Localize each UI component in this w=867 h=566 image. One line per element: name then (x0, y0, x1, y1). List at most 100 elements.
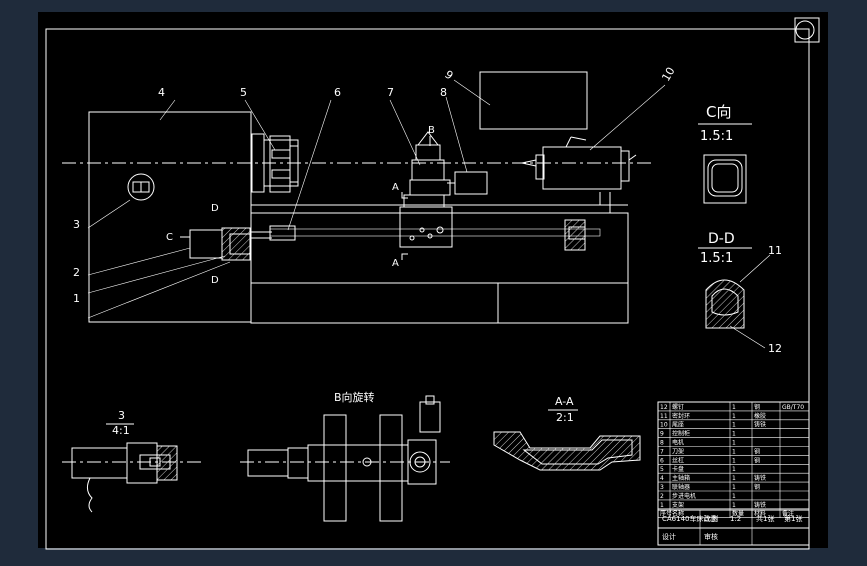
title-block-cell: 8 (660, 440, 664, 447)
title-block-cell: 橡胶 (754, 412, 766, 420)
control-cabinet (479, 71, 588, 130)
title-block-cell: 6 (660, 457, 664, 464)
c-view: C向 1.5:1 (698, 103, 752, 204)
callout-3: 3 (73, 218, 80, 231)
inner-border (45, 28, 810, 550)
headstock-window (127, 173, 155, 201)
title-block-cell: 1 (732, 484, 736, 491)
title-block-cell: GB/T70 (782, 404, 804, 411)
title-block-header-cell: 数量 (732, 510, 744, 518)
title-block-cell: 钢 (754, 483, 760, 491)
title-block-header-cell: 名称 (672, 510, 684, 518)
dd-title: D-D (708, 231, 735, 247)
title-block-cell: 铸铁 (754, 501, 766, 509)
detail-3-scale: 4:1 (112, 424, 130, 437)
section-mark-d-top: D (211, 203, 219, 214)
callout-5: 5 (240, 86, 247, 99)
title-block-cell: 支架 (672, 501, 684, 509)
drawn-label: 设计 (662, 532, 676, 541)
title-block-cell: 钢 (754, 456, 760, 464)
title-block-cell: 1 (732, 493, 736, 500)
title-block-cell: 7 (660, 448, 664, 455)
title-block-cell: 1 (732, 422, 736, 429)
title-block-cell: 刀架 (672, 447, 684, 455)
title-block-cell: 4 (660, 475, 664, 482)
tool-post-carriage (399, 131, 453, 248)
b-rotated-view: B向旋转 (240, 390, 450, 522)
title-block-cell: 3 (660, 484, 664, 491)
title-block-cell: 1 (732, 440, 736, 447)
callout-8: 8 (440, 86, 447, 99)
view-arrow-b: B (428, 125, 435, 136)
drawing-title: CA6140车床改造 (662, 514, 718, 523)
title-block-cell: 1 (732, 502, 736, 509)
b-rotate-title: B向旋转 (334, 390, 375, 404)
corner-logo-icon (794, 17, 820, 43)
title-block-cell: 1 (732, 466, 736, 473)
tailstock (521, 136, 637, 190)
callout-6: 6 (334, 86, 341, 99)
aa-title: A-A (555, 395, 574, 408)
title-block-cell: 钢 (754, 403, 760, 411)
title-block-cell: 1 (732, 475, 736, 482)
sheet-label: 共1张 (756, 514, 774, 523)
title-block-cell: 5 (660, 466, 664, 473)
title-block-cell: 1 (732, 448, 736, 455)
title-block-cell: 电机 (672, 439, 684, 447)
title-block-cell: 11 (660, 413, 668, 420)
detail-3-title: 3 (118, 409, 125, 422)
aa-scale: 2:1 (556, 411, 574, 424)
title-block-cell: 1 (732, 404, 736, 411)
c-view-scale: 1.5:1 (700, 129, 733, 144)
section-mark-d-bottom: D (211, 275, 219, 286)
title-block-cell: 9 (660, 431, 664, 438)
check-label: 审核 (704, 532, 718, 541)
title-block-cell: 铸铁 (754, 474, 766, 482)
callout-11: 11 (768, 244, 782, 257)
section-mark-a-bottom: A (392, 258, 399, 269)
scale-value: 1:2 (730, 515, 741, 523)
view-arrow-c: C (166, 232, 173, 243)
callout-2: 2 (73, 266, 80, 279)
scale-label: 比例 (704, 514, 718, 523)
title-block-header-cell: 序号 (660, 510, 672, 518)
title-block-cell: 密封环 (672, 412, 690, 420)
title-block-cell: 2 (660, 493, 664, 500)
title-block-cell: 卡盘 (672, 465, 684, 473)
callout-12: 12 (768, 342, 782, 355)
title-block-cell: 步进电机 (672, 492, 696, 500)
dd-section-view: D-D 1.5:1 11 12 (698, 231, 782, 355)
section-mark-a-top: A (392, 182, 399, 193)
title-block-cell: 1 (732, 413, 736, 420)
title-block-cell: 尾座 (672, 421, 684, 429)
callout-10: 10 (659, 65, 677, 84)
title-block-cell: 1 (732, 431, 736, 438)
callout-1: 1 (73, 292, 80, 305)
main-assembly-view: 4 5 6 7 8 9 10 3 2 1 A A B C D D (62, 65, 678, 324)
title-block-cell: 铸铁 (754, 421, 766, 429)
title-block-cell: 1 (660, 502, 664, 509)
title-block-cell: 1 (732, 457, 736, 464)
title-block-cell: 钢 (754, 447, 760, 455)
sheet-number: 第1张 (784, 514, 802, 523)
title-block-header-cell: 备注 (782, 510, 794, 518)
title-block-cell: 12 (660, 404, 668, 411)
title-block-cell: 10 (660, 422, 668, 429)
title-block-cell: 主轴箱 (672, 474, 690, 482)
callout-4: 4 (158, 86, 165, 99)
title-block-header-cell: 材料 (754, 510, 766, 518)
title-block-cell: 螺钉 (672, 403, 684, 411)
stepper-motor-assembly (189, 227, 272, 261)
c-view-title: C向 (706, 103, 731, 121)
detail-3-view: 3 4:1 (62, 409, 205, 513)
aa-section-view: A-A 2:1 (493, 395, 641, 471)
callout-7: 7 (387, 86, 394, 99)
title-block-cell: 联轴器 (672, 483, 690, 491)
title-block-cell: 丝杠 (672, 456, 684, 464)
title-block-cell: 控制柜 (672, 430, 690, 438)
chuck (251, 133, 299, 193)
dd-scale: 1.5:1 (700, 251, 733, 266)
